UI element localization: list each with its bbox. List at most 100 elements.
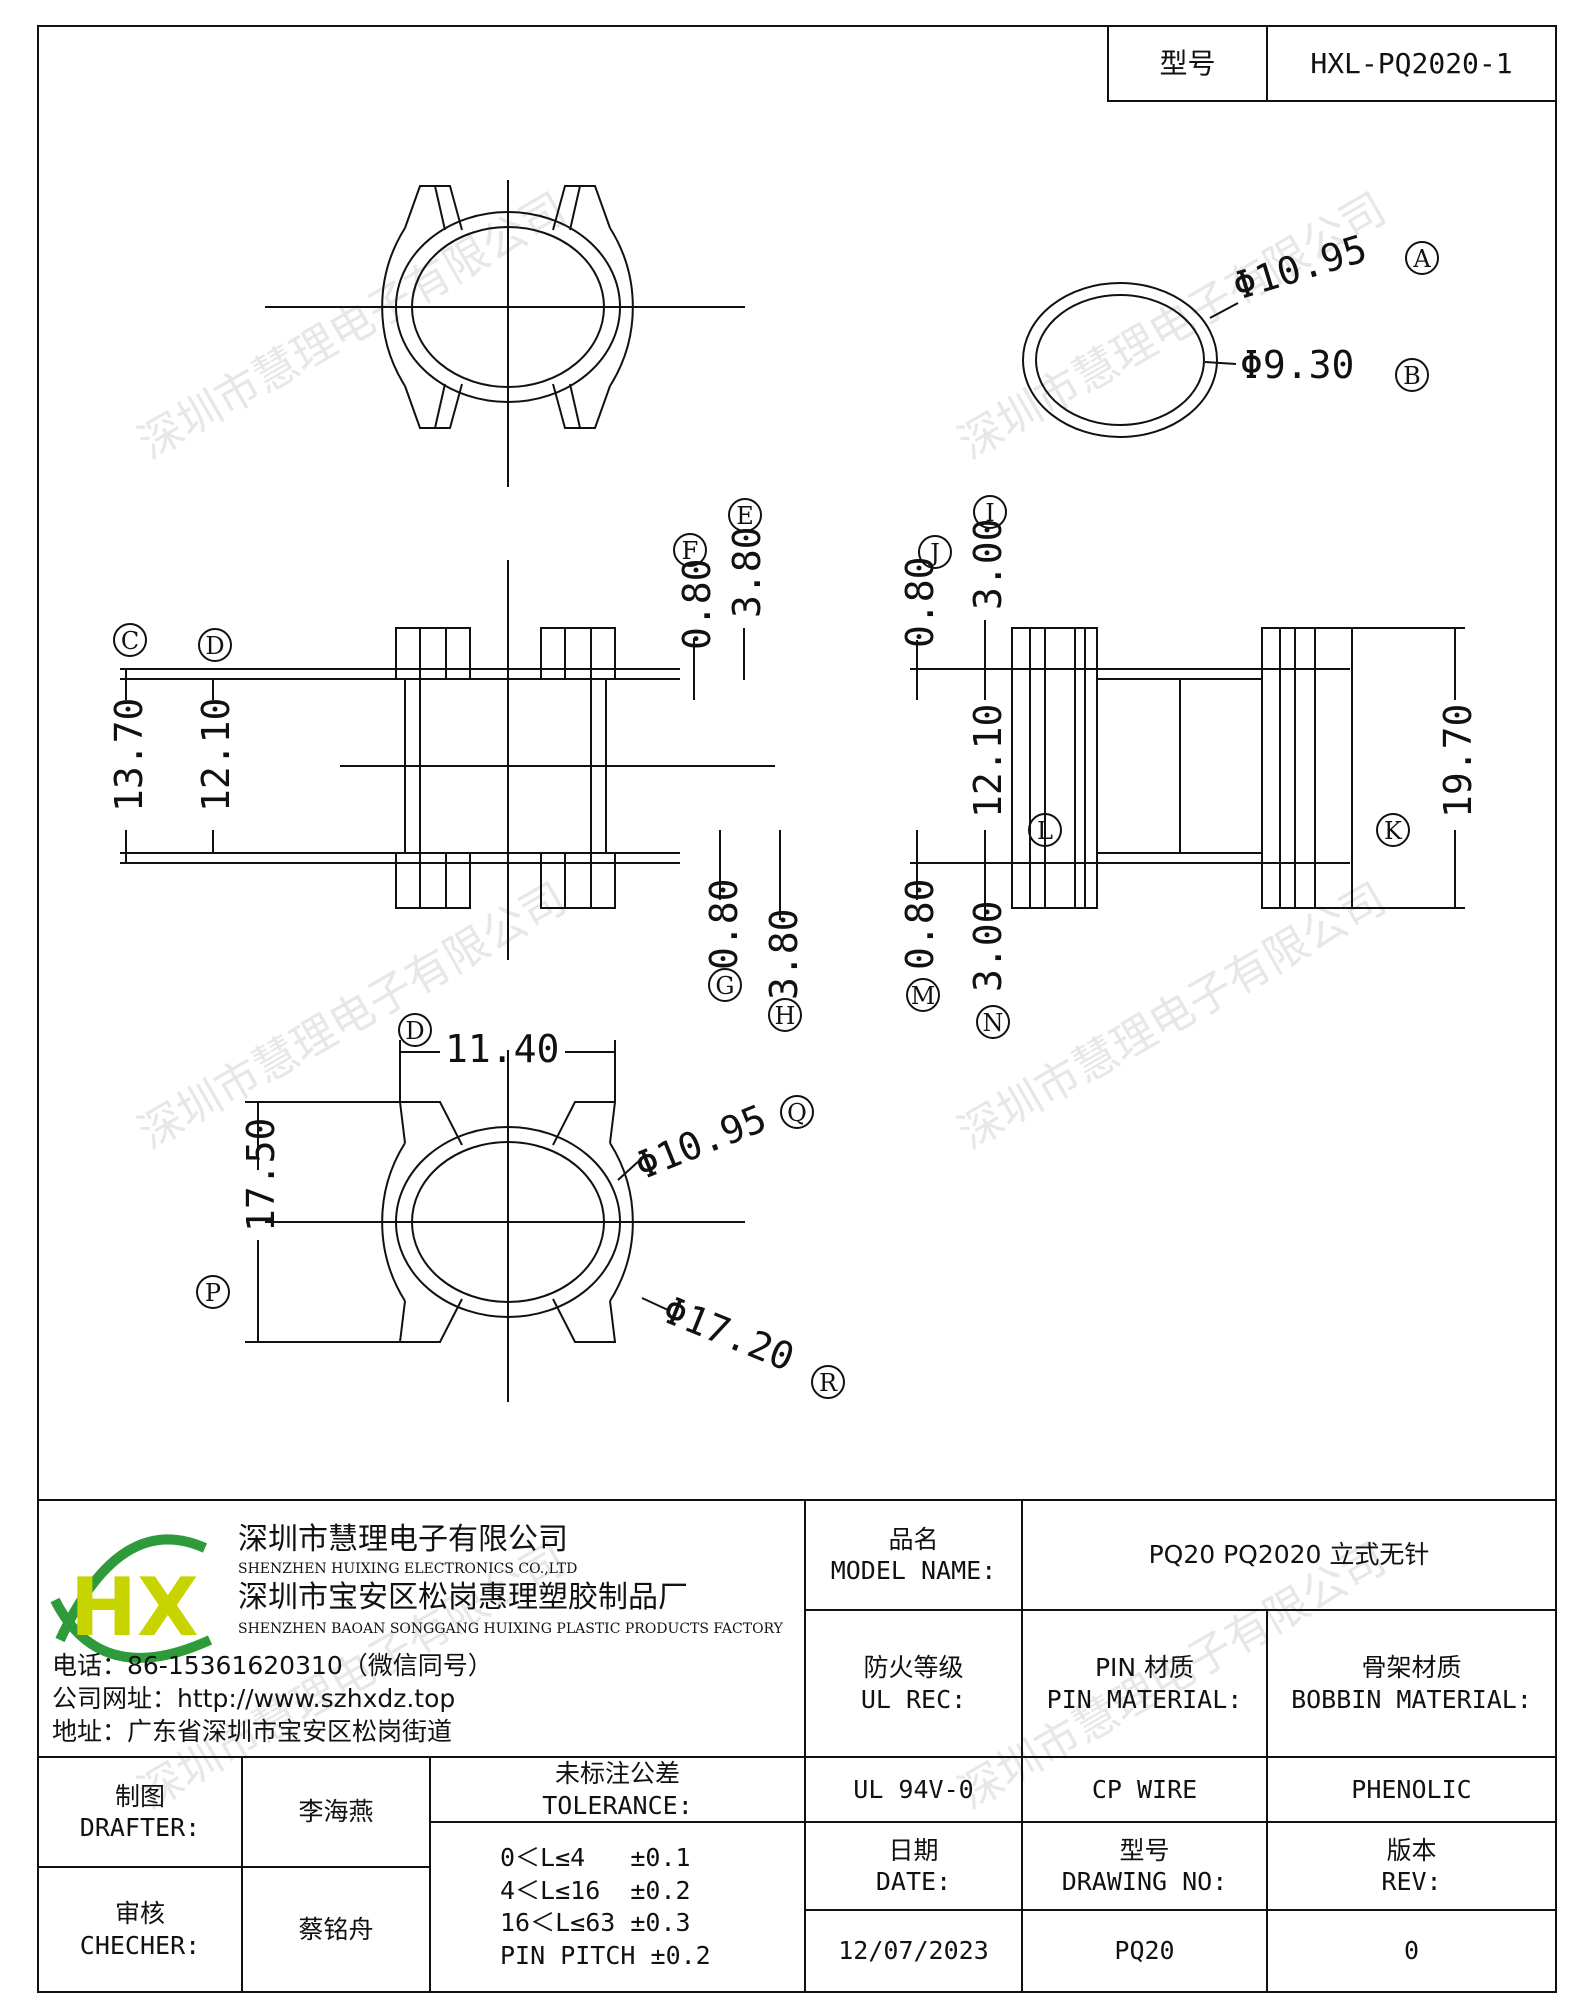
callout-letter: H (775, 1002, 796, 1030)
callout-letter: F (682, 537, 699, 565)
model-name-label: 品名 MODEL NAME: (805, 1500, 1022, 1610)
dim-R: Φ17.20 (657, 1288, 801, 1380)
bobbin-material-label: 骨架材质 BOBBIN MATERIAL: (1267, 1610, 1556, 1757)
dim-P: 17.50 (239, 1118, 283, 1232)
bobbin-label-en: BOBBIN MATERIAL: (1291, 1684, 1532, 1714)
page-frame (37, 25, 1557, 1993)
date-label-en: DATE: (875, 1867, 952, 1896)
dim-B: Φ9.30 (1240, 343, 1354, 387)
dim-C: 13.70 (107, 698, 151, 812)
logo-letters: HX (70, 1561, 199, 1654)
callout-letter: B (1403, 362, 1421, 390)
callout-circle (918, 535, 952, 569)
drafter-label-en: DRAFTER: (79, 1813, 201, 1842)
logo-swoosh-top (55, 1534, 208, 1643)
dim-F: 0.80 (675, 558, 719, 650)
callout-letter: Q (787, 1099, 807, 1127)
top-view (265, 180, 745, 487)
date-label-cn: 日期 (888, 1835, 939, 1865)
bottom-view (245, 1040, 745, 1402)
model-name-value: PQ20 PQ2020 立式无针 (1148, 1540, 1430, 1570)
ul-label-cn: 防火等级 (863, 1653, 964, 1683)
factory-name-cn: 深圳市宝安区松岗惠理塑胶制品厂 (238, 1580, 688, 1616)
front-view (120, 560, 781, 960)
factory-name-en: SHENZHEN BAOAN SONGGANG HUIXING PLASTIC … (238, 1621, 783, 1638)
company-address: 地址：广东省深圳市宝安区松岗街道 (52, 1717, 453, 1747)
callout-circle (728, 498, 762, 532)
drawing-label-cn: 型号 (1119, 1835, 1170, 1865)
tolerance-label-en: TOLERANCE: (542, 1790, 693, 1820)
company-website: 公司网址：http://www.szhxdz.top (52, 1684, 456, 1714)
callout-letter: N (983, 1009, 1004, 1037)
drafter-label-cn: 制图 (114, 1781, 165, 1811)
callout-letter: D (405, 1017, 424, 1045)
callout-circle (906, 978, 940, 1012)
dim-N: 3.00 (966, 900, 1010, 992)
rev-label-en: REV: (1381, 1867, 1442, 1896)
callout-letter: P (205, 1279, 221, 1307)
company-logo: HX (50, 1534, 213, 1663)
dim-K: 19.70 (1436, 704, 1480, 818)
callout-circle (196, 1275, 230, 1309)
callout-letter: A (1412, 245, 1431, 273)
pin-label-cn: PIN 材质 (1094, 1653, 1195, 1683)
callout-circle (780, 1095, 814, 1129)
header-type-value: HXL-PQ2020-1 (1310, 47, 1513, 80)
pin-label-en: PIN MATERIAL: (1046, 1684, 1243, 1714)
callout-circle (398, 1013, 432, 1047)
rev-value: 0 (1403, 1936, 1420, 1966)
callout-circle (708, 968, 742, 1002)
company-name-en: SHENZHEN HUIXING ELECTRONICS CO.,LTD (238, 1561, 578, 1578)
callout-letter: K (1384, 817, 1403, 845)
dim-D: 12.10 (194, 698, 238, 812)
drawing-no-label: 型号 DRAWING NO: (1022, 1822, 1267, 1910)
bobbin-value: PHENOLIC (1351, 1774, 1472, 1804)
callout-letter: D (205, 632, 224, 660)
pin-material-label: PIN 材质 PIN MATERIAL: (1022, 1610, 1267, 1757)
tolerance-label-cn: 未标注公差 (554, 1759, 680, 1789)
callout-letter: E (736, 502, 754, 530)
checker-label: 审核 CHECHER: (38, 1867, 242, 1992)
tolerance-line: 4＜L≤16 ±0.2 (500, 1875, 691, 1905)
callout-letter: L (1037, 817, 1053, 845)
dim-M: 0.80 (898, 878, 942, 970)
checker-value: 蔡铭舟 (298, 1914, 374, 1944)
callout-letter: M (911, 982, 936, 1010)
dim-Q: Φ10.95 (629, 1096, 773, 1188)
dim-H: 0.80 (702, 878, 746, 970)
callout-circle (976, 1005, 1010, 1039)
drafter-label: 制图 DRAFTER: (38, 1757, 242, 1867)
drafter-value: 李海燕 (298, 1797, 374, 1827)
callout-letter: R (819, 1369, 838, 1397)
dim-J: 0.80 (898, 556, 942, 648)
rev-label-cn: 版本 (1386, 1835, 1437, 1865)
ul-value: UL 94V-0 (853, 1774, 974, 1804)
header-type-label: 型号 (1159, 47, 1216, 80)
tolerance-line: 0＜L≤4 ±0.1 (500, 1843, 691, 1872)
bobbin-label-cn: 骨架材质 (1361, 1653, 1462, 1683)
title-block-grid (38, 1500, 1556, 1992)
callout-circle (768, 998, 802, 1032)
tolerance-label: 未标注公差 TOLERANCE: (430, 1757, 805, 1822)
tolerance-line: 16＜L≤63 ±0.3 (500, 1908, 691, 1937)
model-label-en: MODEL NAME: (830, 1556, 997, 1585)
ring-view (1022, 282, 1239, 438)
dim-L: 12.10 (966, 704, 1010, 818)
callout-circle (673, 533, 707, 567)
date-label: 日期 DATE: (805, 1822, 1022, 1910)
callout-circle (1395, 358, 1429, 392)
checker-label-en: CHECHER: (79, 1930, 201, 1960)
checker-label-cn: 审核 (114, 1899, 165, 1929)
callout-circle (1376, 813, 1410, 847)
callout-letter: J (927, 539, 940, 567)
logo-swoosh-bottom (50, 1597, 213, 1663)
date-value: 12/07/2023 (838, 1936, 989, 1966)
side-view (910, 620, 1465, 920)
watermark-2: 深圳市慧理电子有限公司 (950, 183, 1395, 469)
tolerance-line: PIN PITCH ±0.2 (500, 1940, 711, 1970)
drawing-label-en: DRAWING NO: (1061, 1867, 1228, 1896)
ul-label-en: UL REC: (860, 1684, 967, 1714)
callout-circle (973, 495, 1007, 529)
